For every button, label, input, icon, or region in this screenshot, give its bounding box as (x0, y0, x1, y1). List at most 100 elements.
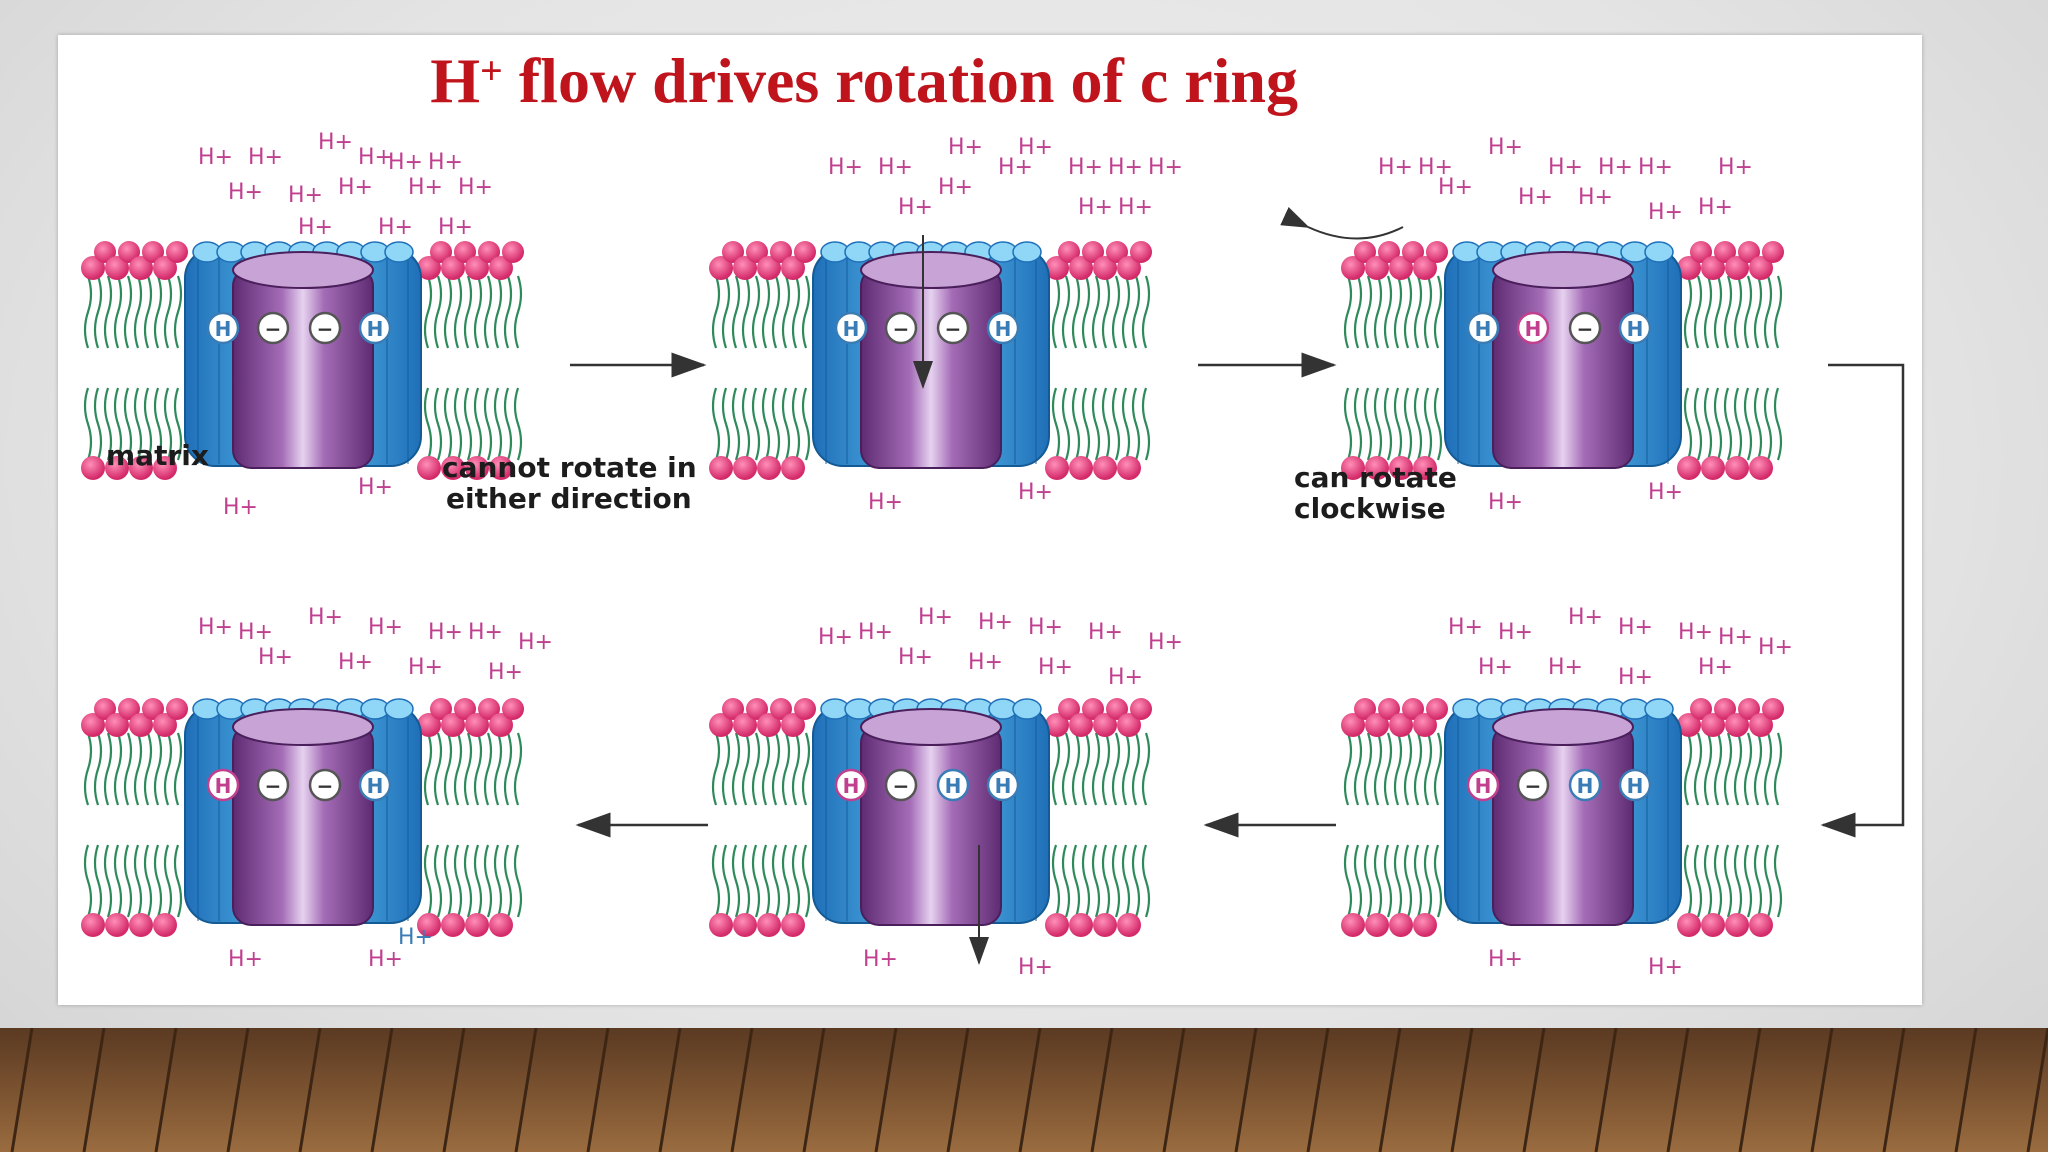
lipid-head (1058, 698, 1080, 720)
proton-ion: H+ (998, 155, 1033, 180)
proton-ion: H+ (1718, 155, 1753, 180)
lipid-tail (1753, 732, 1763, 918)
plank-seam (1882, 1028, 1906, 1152)
plank-seam (1594, 1028, 1618, 1152)
plank-seam (1522, 1028, 1546, 1152)
lipid-tail (1773, 275, 1783, 461)
lipid-tail (1121, 732, 1131, 918)
proton-ion: H+ (1648, 480, 1683, 505)
rotor-top (860, 251, 1002, 289)
proton-ion: H+ (1548, 155, 1583, 180)
lipid-head (1365, 256, 1389, 280)
proton-ion: H+ (1118, 195, 1153, 220)
lipid-head (441, 913, 465, 937)
proton-ion: H+ (468, 620, 503, 645)
proton-ion: H+ (1618, 615, 1653, 640)
proton-ion: H+ (1028, 615, 1063, 640)
proton-ion: H+ (828, 155, 863, 180)
plank-seam (1738, 1028, 1762, 1152)
lipid-tail (761, 732, 771, 918)
bound-proton-site (986, 311, 1020, 345)
bound-proton-site (1568, 768, 1602, 802)
lipid-heads (1341, 241, 1784, 480)
lipid-tail (1081, 275, 1091, 461)
lipid-tail (153, 732, 163, 918)
lipid-head (722, 698, 744, 720)
site-symbol: − (317, 317, 334, 341)
lipid-tail (711, 275, 721, 461)
site-symbol: H (1475, 774, 1492, 798)
lipid-head (1402, 241, 1424, 263)
proton-ion: H+ (1518, 185, 1553, 210)
lipid-tail (761, 275, 771, 461)
proton-ion: H+ (1108, 665, 1143, 690)
lipid-head (1677, 456, 1701, 480)
site-symbol: H (945, 774, 962, 798)
lipid-tail (801, 275, 811, 461)
lipid-head (1690, 241, 1712, 263)
lipid-tail (741, 732, 751, 918)
proton-ion: H+ (358, 475, 393, 500)
lipid-head (1045, 456, 1069, 480)
lipid-head (1378, 698, 1400, 720)
charged-site (256, 311, 290, 345)
proton-ion: H+ (428, 620, 463, 645)
plank-seam (1234, 1028, 1258, 1152)
lipid-head (1413, 713, 1437, 737)
proton-ion: H+ (1698, 195, 1733, 220)
lipid-head (1117, 456, 1141, 480)
lipid-head (733, 256, 757, 280)
proton-ion: H+ (1498, 620, 1533, 645)
lipid-head (465, 256, 489, 280)
lipid-head (1701, 456, 1725, 480)
plank-seam (658, 1028, 682, 1152)
plank-seam (82, 1028, 106, 1152)
lipid-tail (463, 732, 473, 918)
proton-ion: H+ (1718, 625, 1753, 650)
proton-ion: H+ (1018, 955, 1053, 980)
lipid-tail (443, 275, 453, 461)
rotor-top (860, 708, 1002, 746)
proton-ion: H+ (258, 645, 293, 670)
site-symbol: H (995, 317, 1012, 341)
proton-ion: H+ (408, 175, 443, 200)
cannot-rotate-label: cannot rotate in either direction (442, 451, 697, 515)
lipid-tail (113, 732, 123, 918)
lipid-tail (721, 732, 731, 918)
plank-seam (442, 1028, 466, 1152)
lipid-head (417, 456, 441, 480)
plank-seam (1162, 1028, 1186, 1152)
wood-floor (0, 1028, 2048, 1152)
proton-ion: H+ (238, 620, 273, 645)
lipid-tails (1343, 275, 1783, 461)
lipid-tail (113, 275, 123, 461)
site-symbol: H (843, 774, 860, 798)
lipid-tail (1131, 275, 1141, 461)
lipid-tail (103, 732, 113, 918)
proton-ion: H+ (1648, 200, 1683, 225)
lipid-tail (443, 732, 453, 918)
site-symbol: − (893, 317, 910, 341)
can-rotate-line-2: clockwise (1294, 491, 1446, 525)
lipid-tail (433, 275, 443, 461)
lipid-tail (721, 275, 731, 461)
lipid-head (489, 256, 513, 280)
proton-ion: H+ (1598, 155, 1633, 180)
lipid-tail (1091, 732, 1101, 918)
lipid-head (1389, 713, 1413, 737)
title-superscript: + (480, 48, 503, 93)
proton-ion: H+ (938, 175, 973, 200)
lipid-head (1045, 713, 1069, 737)
lipid-head (733, 456, 757, 480)
proton-ion: H+ (388, 150, 423, 175)
lipid-head (757, 256, 781, 280)
plank-seam (1954, 1028, 1978, 1152)
cannot-rotate-line-1: cannot rotate in (442, 451, 697, 484)
lipid-tail (453, 732, 463, 918)
lipid-head (129, 256, 153, 280)
lipid-head (1725, 256, 1749, 280)
proton-ion: H+ (198, 615, 233, 640)
lipid-head (454, 241, 476, 263)
lipid-head (129, 456, 153, 480)
lipid-head (781, 256, 805, 280)
